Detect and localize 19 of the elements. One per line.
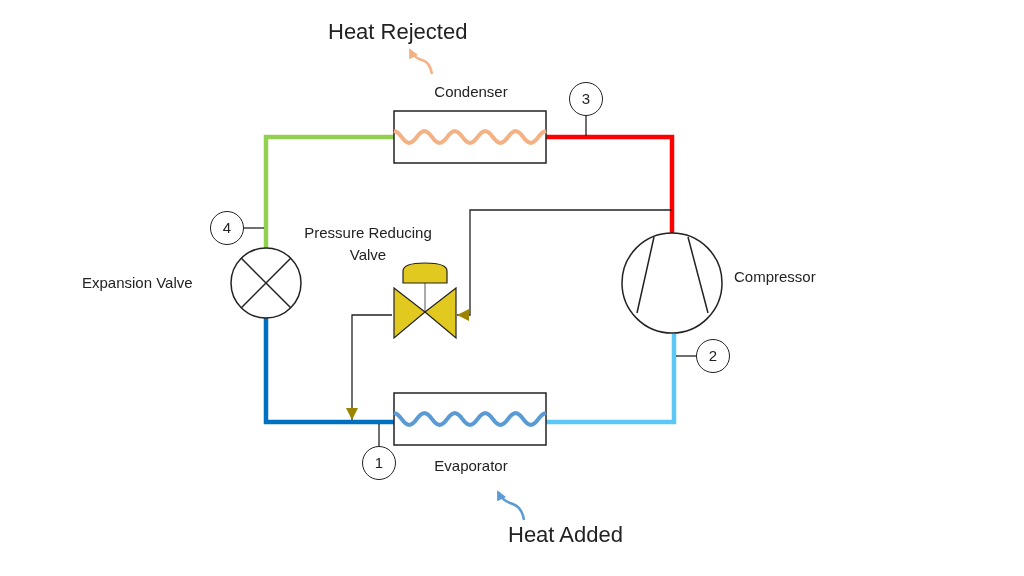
callout-number: 2	[696, 339, 730, 373]
leader-line	[585, 114, 587, 137]
component-label: Evaporator	[433, 456, 509, 476]
callout-number: 1	[362, 446, 396, 480]
flow-arrow	[346, 314, 393, 421]
component-label: Compressor	[734, 267, 816, 287]
callout-number: 3	[569, 82, 603, 116]
flow-arrow	[456, 209, 673, 321]
pipe-line	[263, 134, 394, 248]
leader-line	[675, 355, 698, 357]
component-label: Condenser	[433, 82, 509, 102]
heat-label: Heat Added	[508, 522, 623, 548]
component-label: Pressure Reducing Valve	[303, 223, 433, 265]
heat-label: Heat Rejected	[328, 19, 468, 45]
component-label: Expansion Valve	[82, 273, 193, 293]
callout-number: 4	[210, 211, 244, 245]
leader-line	[378, 423, 380, 448]
pipe-line	[263, 318, 394, 425]
leader-line	[243, 227, 265, 229]
